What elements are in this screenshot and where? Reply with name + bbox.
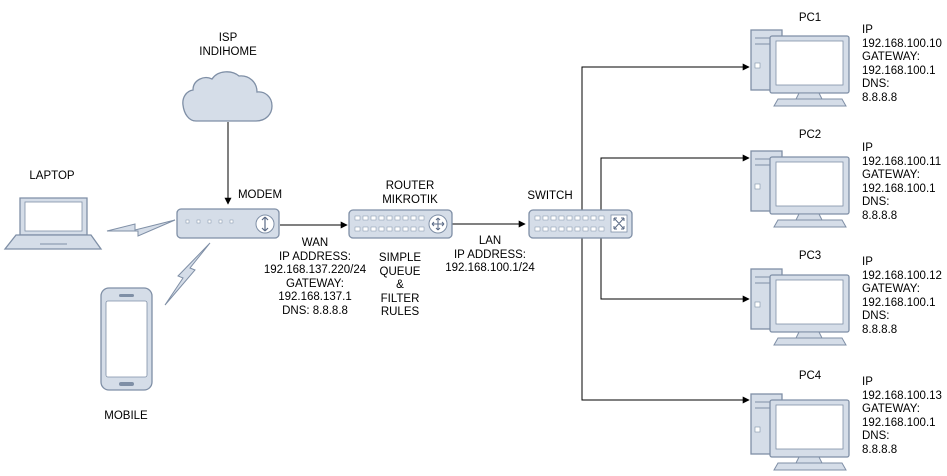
cloud-icon [182,71,273,122]
pc2-info: IP 192.168.100.11 GATEWAY: 192.168.100.1… [862,142,942,222]
link-switch-pc1 [581,63,750,210]
desktop-pc-icon [750,29,850,107]
pc4-name: PC4 [798,370,822,382]
lightning-bolt-icon [106,219,176,237]
desktop-pc-icon [750,150,850,228]
link-switch-pc2 [600,154,750,210]
desktop-pc-icon [750,268,850,346]
mobile-phone-icon [100,287,153,391]
pc1-info: IP 192.168.100.10 GATEWAY: 192.168.100.1… [862,24,942,104]
lightning-bolt-icon [164,242,211,306]
pc3-name: PC3 [798,250,822,262]
wan-info: WAN IP ADDRESS: 192.168.137.220/24 GATEW… [263,237,367,317]
lan-info: LAN IP ADDRESS: 192.168.100.1/24 [445,235,535,275]
pc3-info: IP 192.168.100.12 GATEWAY: 192.168.100.1… [862,256,942,336]
pc4-info: IP 192.168.100.13 GATEWAY: 192.168.100.1… [862,376,942,456]
mobile-label: MOBILE [104,410,148,422]
laptop-icon [3,197,103,250]
link-switch-pc3 [600,238,750,303]
router-icon [348,209,453,239]
laptop-label: LAPTOP [29,170,75,182]
switch-label: SWITCH [527,190,573,202]
router-label: ROUTER MIKROTIK [382,180,438,206]
isp-label: ISP INDIHOME [199,32,257,58]
pc1-name: PC1 [798,12,822,24]
connection-lines [224,63,750,404]
modem-label: MODEM [237,189,283,201]
router-features: SIMPLE QUEUE & FILTER RULES [378,252,422,319]
link-switch-pc4 [581,238,750,404]
desktop-pc-icon [750,393,850,471]
switch-icon [528,209,633,239]
modem-icon [176,208,280,239]
pc2-name: PC2 [798,129,822,141]
